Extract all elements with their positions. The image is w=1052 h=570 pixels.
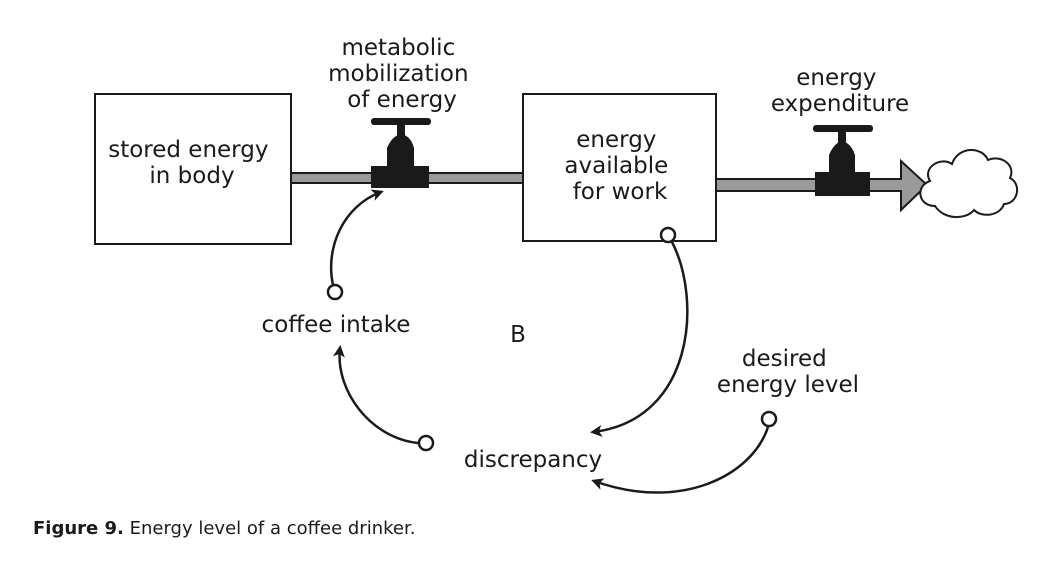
valve-icon (813, 125, 873, 196)
energy-expenditure-label: energy expenditure (771, 65, 909, 117)
metabolic-mobilization-label: metabolic mobilization of energy (328, 35, 476, 113)
stored-energy-label: stored energy in body (108, 137, 276, 189)
caption-text: Energy level of a coffee drinker. (123, 518, 416, 539)
link-origin-circle (760, 410, 778, 428)
cloud-icon (919, 149, 1019, 218)
energy-available-label: energy available for work (564, 127, 675, 205)
loop-marker-b: B (510, 322, 526, 348)
stock-flow-diagram: stored energy in body energy available f… (94, 35, 1019, 494)
link-coffee-to-valve (329, 189, 384, 286)
valve-icon (371, 118, 431, 188)
link-origin-circle (659, 226, 677, 244)
link-origin-circle (417, 434, 435, 452)
link-discrepancy-to-coffee (332, 345, 419, 445)
stock-stored-energy (94, 93, 292, 245)
link-available-to-discrepancy (590, 241, 689, 437)
caption-label: Figure 9. (33, 518, 124, 539)
stock-energy-available (522, 93, 717, 242)
coffee-intake-label: coffee intake (262, 312, 411, 338)
discrepancy-label: discrepancy (464, 447, 602, 473)
desired-energy-level-label: desired energy level (717, 346, 859, 398)
link-origin-circle (326, 283, 344, 301)
link-desired-to-discrepancy (591, 426, 770, 494)
figure-caption: Figure 9. Energy level of a coffee drink… (33, 518, 415, 539)
